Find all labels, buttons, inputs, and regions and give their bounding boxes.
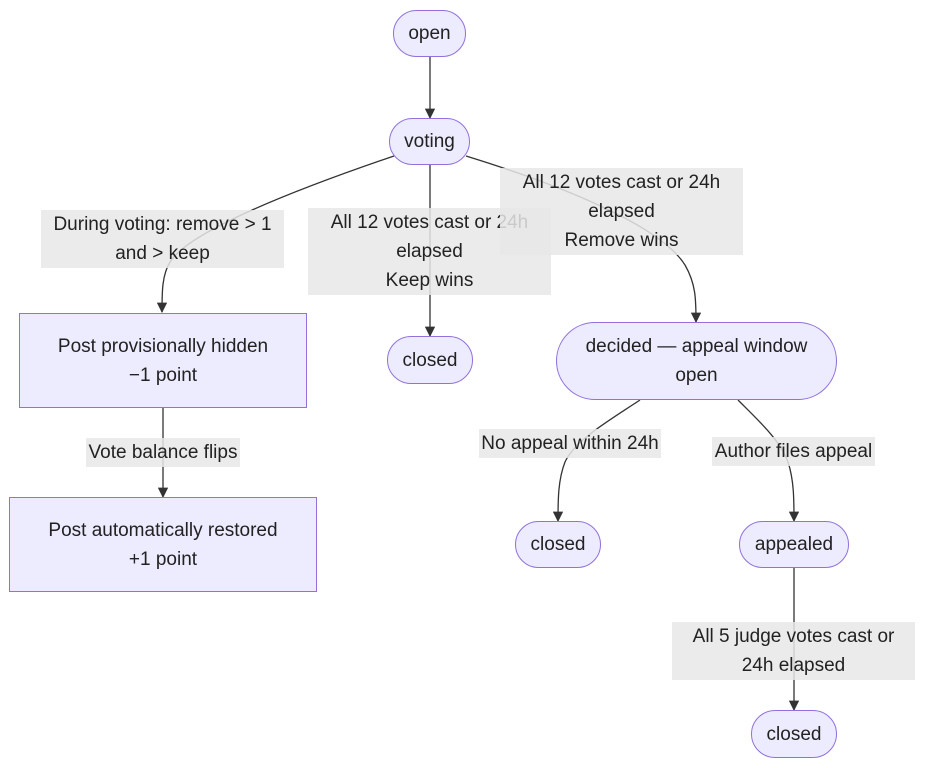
node-closed-no-appeal: closed (515, 521, 601, 568)
node-closed-keep: closed (387, 336, 473, 384)
edge-decided-closed (552, 399, 641, 523)
node-appealed: appealed (739, 521, 849, 568)
edge-label-judges: All 5 judge votes cast or 24h elapsed (672, 622, 915, 680)
node-open: open (393, 10, 466, 57)
node-post-hidden: Post provisionally hidden −1 point (19, 313, 307, 408)
node-decided: decided — appeal window open (556, 322, 837, 400)
edge-label-no-appeal: No appeal within 24h (479, 429, 661, 458)
edge-label-remove-wins: All 12 votes cast or 24h elapsed Remove … (500, 168, 743, 255)
node-closed-final: closed (751, 710, 837, 758)
node-voting: voting (389, 118, 470, 165)
edge-label-vote-flips: Vote balance flips (86, 438, 240, 467)
edge-label-files-appeal: Author files appeal (712, 437, 875, 466)
node-post-restored: Post automatically restored +1 point (9, 497, 317, 592)
edge-label-during-voting: During voting: remove > 1 and > keep (41, 210, 284, 268)
